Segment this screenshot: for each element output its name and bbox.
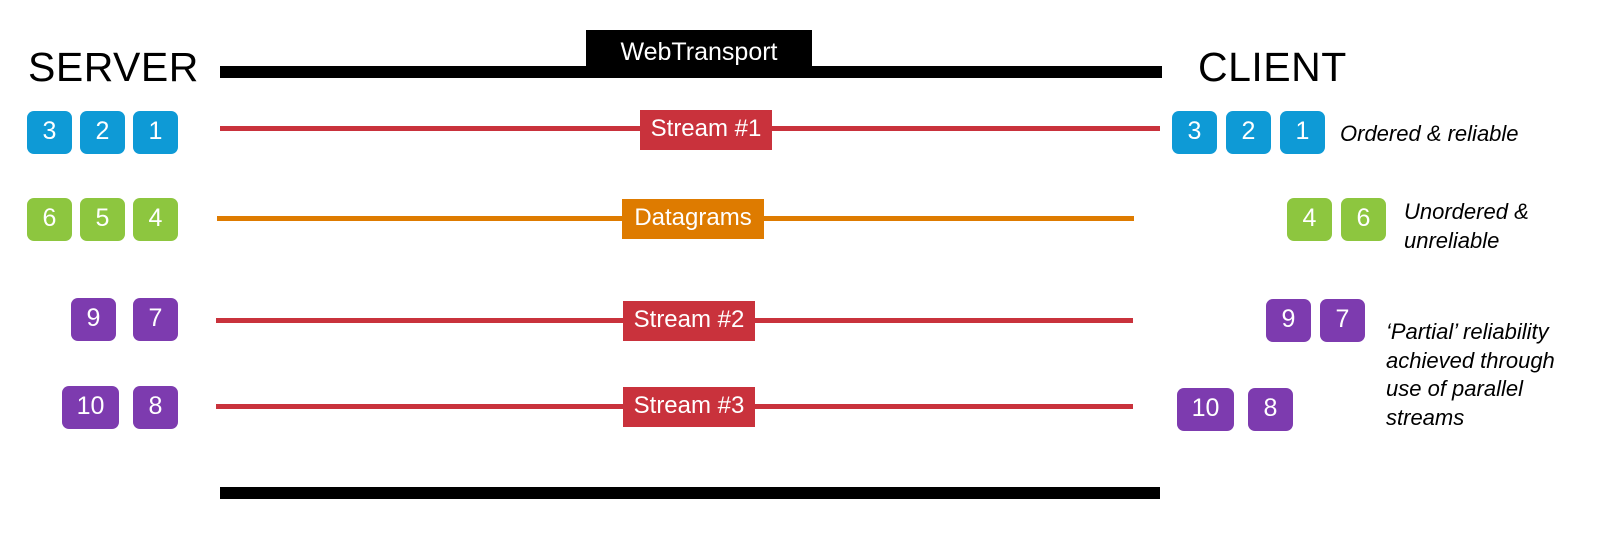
client-chip: 7 (1320, 299, 1365, 342)
annotation-stream-1: Ordered & reliable (1340, 121, 1519, 146)
client-chip: 1 (1280, 111, 1325, 154)
client-chip: 8 (1248, 388, 1293, 431)
server-chip: 6 (27, 198, 72, 241)
webtransport-title-box: WebTransport (586, 30, 812, 76)
server-chip: 1 (133, 111, 178, 154)
client-chip: 2 (1226, 111, 1271, 154)
client-chip: 3 (1172, 111, 1217, 154)
wire-label-stream-1: Stream #1 (640, 110, 772, 150)
server-chip: 3 (27, 111, 72, 154)
server-chip: 9 (71, 298, 116, 341)
client-chip: 10 (1177, 388, 1234, 431)
wire-label-datagrams: Datagrams (622, 199, 764, 239)
client-chip: 4 (1287, 198, 1332, 241)
annotation-datagrams: Unordered & unreliable (1404, 199, 1529, 253)
server-chip: 4 (133, 198, 178, 241)
server-chip: 10 (62, 386, 119, 429)
client-label: CLIENT (1198, 44, 1347, 90)
transport-bottom-bar (220, 487, 1160, 499)
wire-label-stream-2: Stream #2 (623, 301, 755, 341)
server-chip: 8 (133, 386, 178, 429)
server-chip: 5 (80, 198, 125, 241)
server-label: SERVER (28, 44, 199, 90)
server-chip: 7 (133, 298, 178, 341)
wire-label-stream-3: Stream #3 (623, 387, 755, 427)
client-chip: 9 (1266, 299, 1311, 342)
client-chip: 6 (1341, 198, 1386, 241)
server-chip: 2 (80, 111, 125, 154)
annotation-partial-reliability: ‘Partial’ reliability achieved through u… (1386, 319, 1555, 430)
